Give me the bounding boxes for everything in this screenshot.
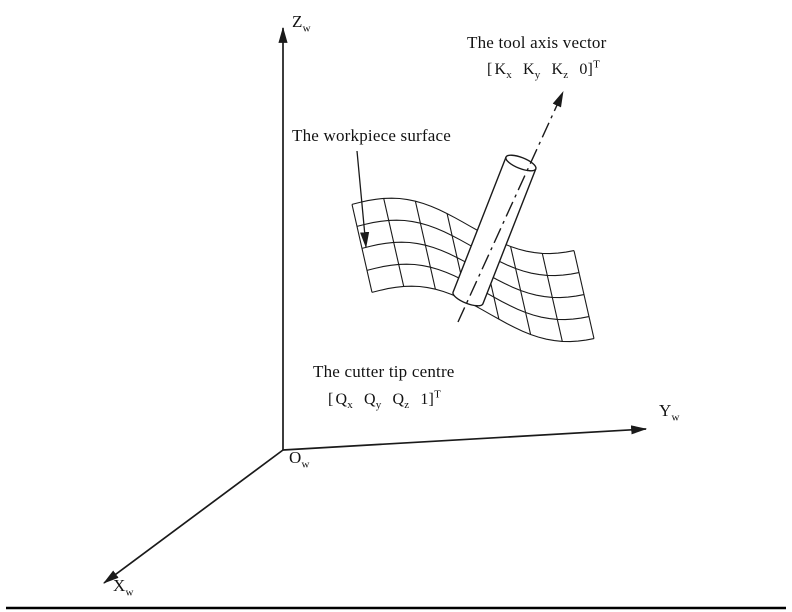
- mesh-line: [356, 219, 580, 277]
- bracket-close: ]: [587, 61, 594, 78]
- vector-component: 1: [420, 391, 428, 408]
- x-axis-label: Xw: [113, 576, 134, 599]
- mesh-line: [510, 246, 532, 335]
- tool-cylinder-top-face: [505, 154, 537, 172]
- vector-component: Ky: [523, 61, 541, 82]
- tool-axis-vector-line: [457, 90, 564, 323]
- tool-axis-title: The tool axis vector: [467, 33, 607, 53]
- z-axis-label-text: Z: [292, 12, 303, 31]
- vector-component: Kz: [551, 61, 569, 82]
- component-sub: z: [404, 399, 410, 412]
- bracket-open: [: [328, 391, 334, 408]
- vector-component: Qy: [364, 391, 382, 412]
- y-axis-label-sub: w: [671, 411, 680, 424]
- origin-label: Ow: [289, 448, 310, 471]
- mesh-line: [351, 197, 575, 255]
- z-axis-label-sub: w: [302, 22, 311, 35]
- cutter-tip-title: The cutter tip centre: [313, 362, 455, 382]
- component-base: Q: [364, 391, 376, 408]
- mesh-line: [351, 204, 373, 293]
- vector-component: 0: [579, 61, 587, 78]
- component-base: K: [551, 61, 564, 78]
- tool-axis-title-text: The tool axis vector: [467, 33, 607, 52]
- mesh-line: [383, 198, 405, 287]
- y-axis-label-text: Y: [659, 401, 672, 420]
- mesh-line: [371, 285, 595, 343]
- tool-cylinder-body: [452, 157, 536, 306]
- workpiece-title-text: The workpiece surface: [292, 126, 452, 145]
- vector-component: Kx: [494, 61, 512, 82]
- cutter-tip-title-text: The cutter tip centre: [313, 362, 455, 381]
- bracket-close: ]: [428, 391, 435, 408]
- component-base: K: [523, 61, 535, 78]
- y-axis-label: Yw: [659, 401, 680, 424]
- mesh-line: [573, 250, 595, 339]
- component-sub: x: [347, 399, 353, 412]
- vector-component: Qz: [392, 391, 410, 412]
- vector-component: Qx: [335, 391, 353, 412]
- component-base: Q: [335, 391, 348, 408]
- mesh-line: [541, 253, 563, 342]
- component-base: K: [494, 61, 507, 78]
- z-axis-label: Zw: [292, 12, 311, 35]
- x-axis-line: [103, 449, 284, 584]
- workpiece-title: The workpiece surface: [292, 126, 451, 146]
- y-axis-line: [282, 425, 648, 451]
- origin-label-text: O: [289, 448, 302, 467]
- mesh-line: [414, 201, 436, 290]
- bracket-open: [: [487, 61, 493, 78]
- component-sub: y: [375, 399, 382, 412]
- x-axis-label-text: X: [113, 576, 126, 595]
- workpiece-leader-arrow: [356, 150, 370, 249]
- tool-cylinder-outline: [452, 156, 537, 307]
- component-base: Q: [392, 391, 405, 408]
- component-base: 1: [420, 391, 429, 408]
- component-sub: x: [506, 69, 512, 82]
- tool-cylinder: [452, 154, 537, 307]
- transpose-sup: T: [593, 58, 600, 71]
- component-sub: z: [563, 69, 569, 82]
- x-axis-label-sub: w: [125, 586, 134, 599]
- origin-label-sub: w: [301, 458, 310, 471]
- component-sub: y: [534, 69, 541, 82]
- transpose-sup: T: [434, 388, 441, 401]
- component-base: 0: [579, 61, 588, 78]
